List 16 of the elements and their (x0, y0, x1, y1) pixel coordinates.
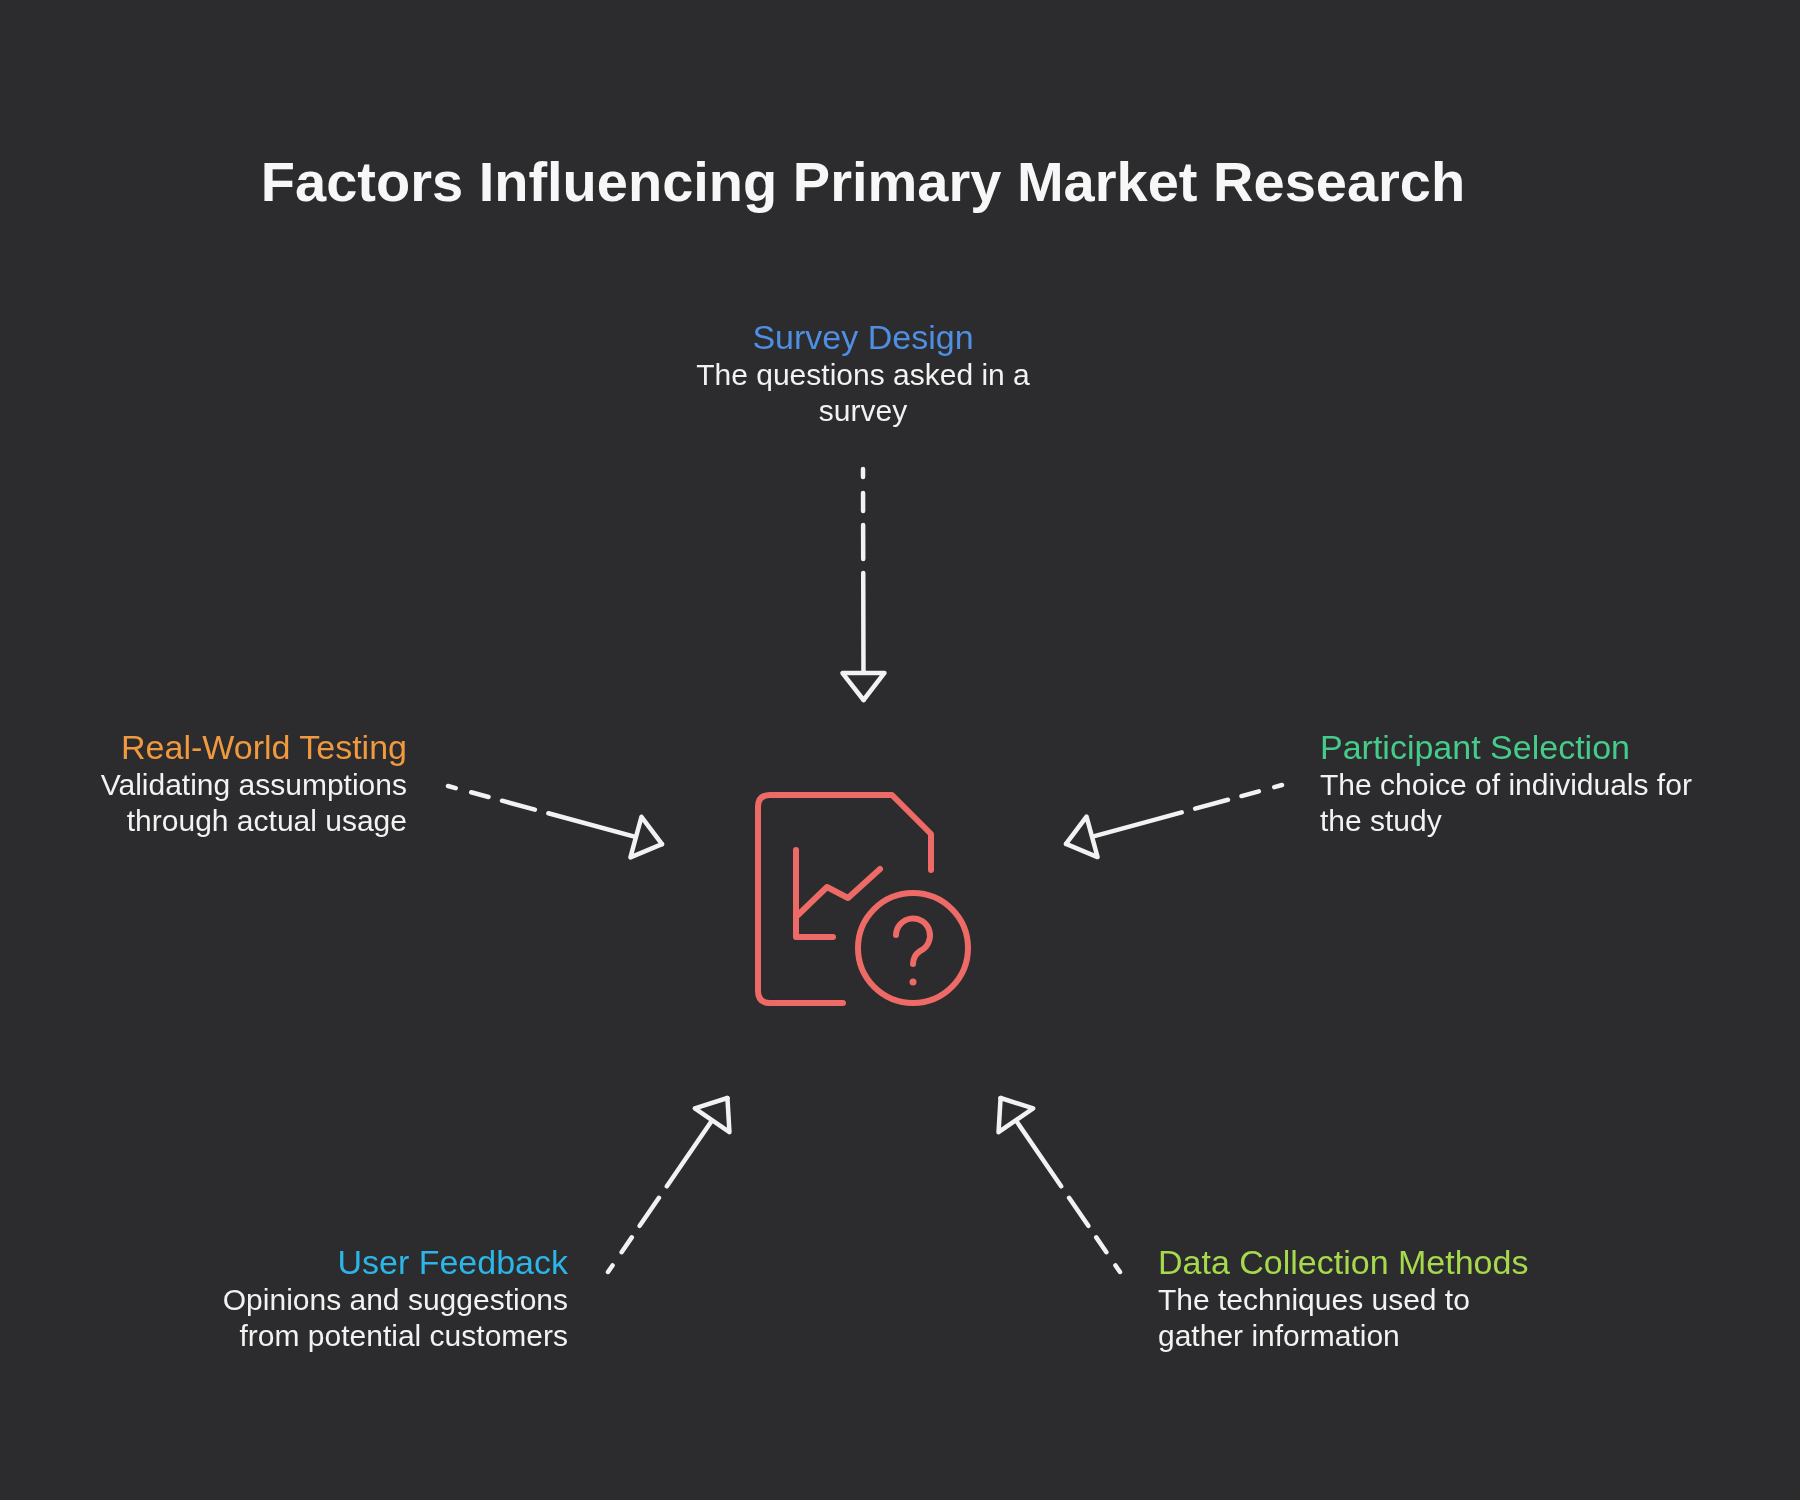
diagram-title: Factors Influencing Primary Market Research (260, 150, 1466, 214)
factor-description: The choice of individuals for the study (1320, 767, 1693, 839)
dashed-arrow (1063, 782, 1285, 860)
factor-description: The techniques used to gather information (1158, 1282, 1471, 1354)
dashed-arrow (605, 1095, 732, 1275)
dashed-arrow (996, 1095, 1123, 1275)
factor-title: Participant Selection (1320, 727, 1630, 767)
factor-title: User Feedback (337, 1242, 568, 1282)
factor-description: The questions asked in a survey (695, 357, 1031, 429)
dashed-arrow (840, 466, 887, 703)
factor-title: Data Collection Methods (1158, 1242, 1529, 1282)
factor-title: Real-World Testing (121, 727, 407, 767)
factor-description: Validating assumptions through actual usage (99, 767, 407, 839)
factor-title: Survey Design (752, 317, 974, 357)
dashed-arrow (445, 783, 665, 860)
factor-description: Opinions and suggestions from potential customers (221, 1282, 568, 1354)
